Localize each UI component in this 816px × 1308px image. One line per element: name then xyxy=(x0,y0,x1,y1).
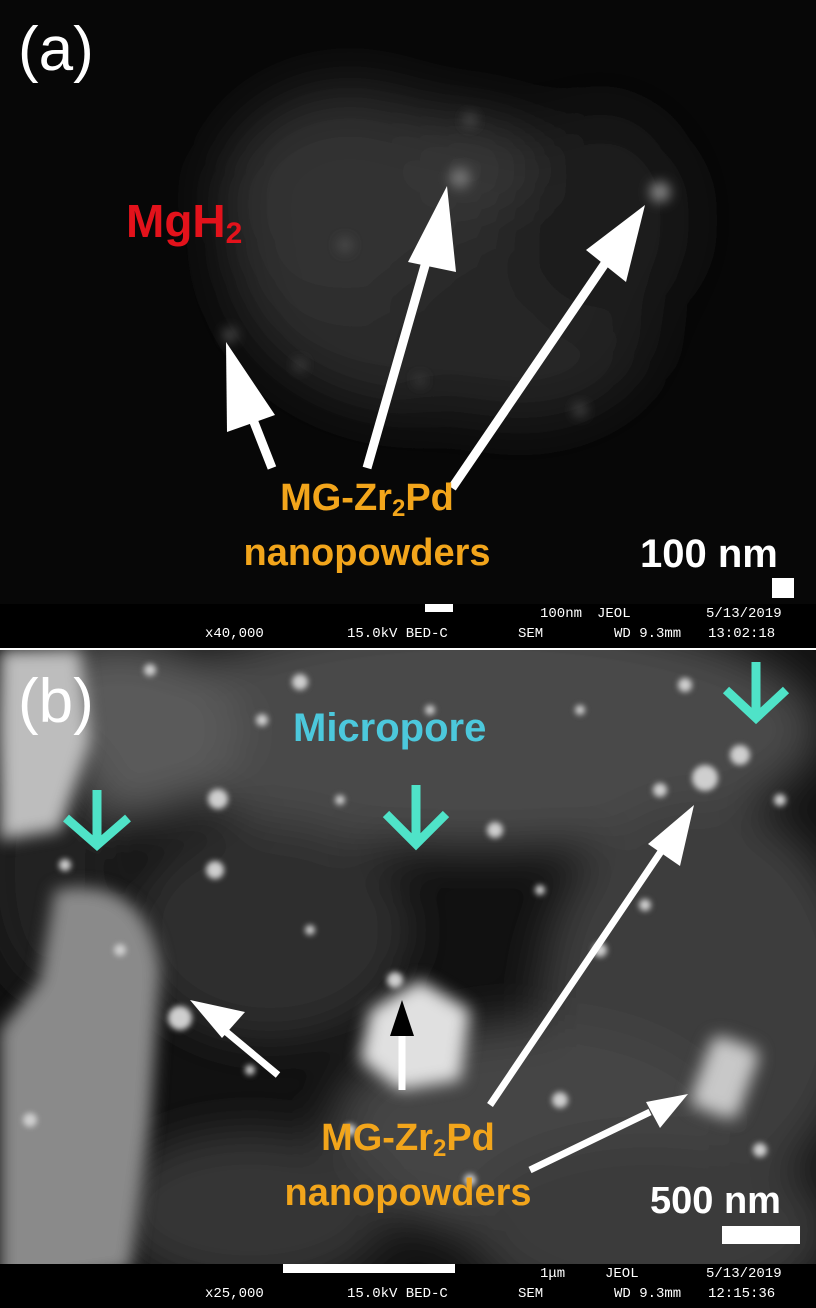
arrowhead-b-3 xyxy=(648,805,694,866)
info-b-voltage: 15.0kV BED-C xyxy=(347,1286,448,1302)
info-a-maker: JEOL xyxy=(597,606,631,622)
arrow-b-3 xyxy=(487,848,665,1107)
info-b-maker: JEOL xyxy=(605,1266,639,1282)
arrowhead-b-1 xyxy=(190,1000,245,1038)
particle-label-a-line2: nanopowders xyxy=(243,532,491,574)
info-a-instrument: SEM xyxy=(518,626,544,642)
scale-bar-a xyxy=(772,578,794,598)
info-scale-bar-b xyxy=(283,1264,455,1273)
info-a-date: 5/13/2019 xyxy=(706,606,782,622)
arrow-b-4 xyxy=(528,1108,652,1174)
particle-label-b-line2: nanopowders xyxy=(284,1172,532,1214)
info-b-date: 5/13/2019 xyxy=(706,1266,782,1282)
sem-image-b xyxy=(0,650,816,1308)
arrow-b-1 xyxy=(215,1022,281,1078)
particle-label-a-pre: MG-Zr xyxy=(280,477,392,519)
particle-label-b-pre: MG-Zr xyxy=(321,1117,433,1159)
particle-label-a-line1: MG-Zr2Pd xyxy=(242,476,492,531)
arrowhead-a-3 xyxy=(586,205,645,282)
arrowhead-a-2 xyxy=(408,186,456,272)
arrowhead-a-1 xyxy=(226,342,275,432)
micropore-arrow-3 xyxy=(722,662,790,725)
info-bar-a: 100nm JEOL 5/13/2019 x40,000 15.0kV BED-… xyxy=(0,604,816,648)
info-scale-bar-a xyxy=(425,604,453,612)
scale-label-b: 500 nm xyxy=(650,1180,781,1222)
micropore-arrows xyxy=(63,662,790,851)
particle-label-b-line1: MG-Zr2Pd xyxy=(268,1116,548,1171)
panel-label-a: (a) xyxy=(18,15,94,84)
micropore-arrow-1 xyxy=(63,790,131,851)
micropore-label: Micropore xyxy=(293,706,487,750)
particle-label-b-post: Pd xyxy=(446,1117,495,1159)
grain-regions-b xyxy=(0,650,816,1308)
info-a-scale: 100nm xyxy=(540,606,583,622)
arrowhead-b-2 xyxy=(390,1000,414,1036)
arrows-a xyxy=(226,186,645,491)
info-b-time: 12:15:36 xyxy=(708,1286,776,1302)
bright-grains-b xyxy=(0,650,759,1290)
mgh2-label: MgH2 xyxy=(126,194,242,251)
info-b-wd: WD 9.3mm xyxy=(614,1286,682,1302)
arrow-a-3 xyxy=(448,259,610,491)
info-b-scale: 1μm xyxy=(540,1266,566,1282)
sem-image-a xyxy=(0,0,816,648)
mgh2-label-sub: 2 xyxy=(225,217,243,250)
arrow-a-2 xyxy=(362,253,433,470)
particle-label-a: MG-Zr2Pd nanopowders xyxy=(242,476,492,575)
scale-bar-b xyxy=(722,1226,800,1244)
nanoparticles-a xyxy=(224,114,670,416)
particle-label-a-post: Pd xyxy=(405,477,454,519)
info-b-instrument: SEM xyxy=(518,1286,544,1302)
particle-label-b: MG-Zr2Pd nanopowders xyxy=(268,1116,548,1215)
sem-panel-b: (b) Micropore MG-Zr2Pd nanopowders 500 n… xyxy=(0,650,816,1308)
info-a-time: 13:02:18 xyxy=(708,626,776,642)
info-b-magnification: x25,000 xyxy=(205,1286,264,1302)
particle-arrows-b xyxy=(190,805,694,1174)
info-a-magnification: x40,000 xyxy=(205,626,264,642)
micropore-arrow-2 xyxy=(382,785,450,851)
nanoparticles-b xyxy=(23,664,786,1186)
arrowhead-b-4 xyxy=(646,1094,688,1128)
panel-label-b: (b) xyxy=(18,667,94,736)
particle-label-b-sub: 2 xyxy=(432,1135,447,1162)
sem-panel-a: (a) MgH2 MG-Zr2Pd nanopowders 100 nm 100… xyxy=(0,0,816,648)
info-bar-b: 1μm JEOL 5/13/2019 x25,000 15.0kV BED-C … xyxy=(0,1264,816,1308)
info-a-voltage: 15.0kV BED-C xyxy=(347,626,448,642)
scale-label-a: 100 nm xyxy=(640,532,778,576)
info-a-wd: WD 9.3mm xyxy=(614,626,682,642)
mgh2-label-main: MgH xyxy=(126,195,226,247)
particle-label-a-sub: 2 xyxy=(391,495,406,522)
